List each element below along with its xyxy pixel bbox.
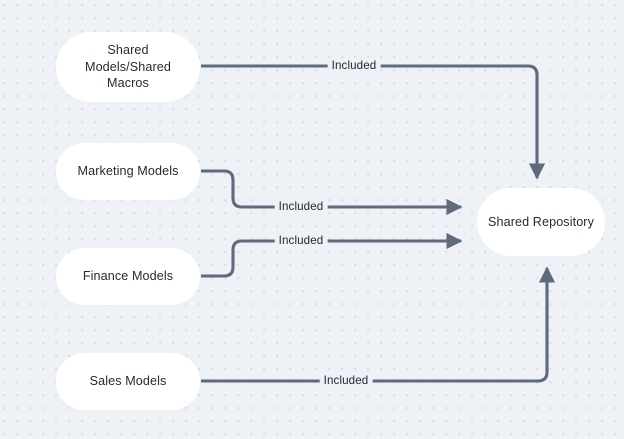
node-shared-repository[interactable]: Shared Repository — [477, 188, 605, 256]
node-finance-models[interactable]: Finance Models — [56, 248, 200, 305]
node-finance-models-label: Finance Models — [82, 269, 174, 284]
node-shared-models-label: Shared Models/Shared Macros — [84, 43, 171, 91]
edge-marketing-models-to-repository — [201, 169, 463, 216]
node-marketing-models[interactable]: Marketing Models — [56, 143, 200, 200]
edge-label-finance-models: Included — [274, 233, 328, 249]
edge-label-shared-models: Included — [327, 58, 381, 74]
node-sales-models-label: Sales Models — [89, 374, 167, 389]
node-shared-repository-label: Shared Repository — [487, 214, 594, 229]
edge-sales-models-to-repository — [201, 266, 556, 383]
edge-shared-models-to-repository — [201, 64, 546, 180]
edge-finance-models-to-repository — [201, 232, 463, 278]
node-shared-models[interactable]: Shared Models/Shared Macros — [56, 32, 200, 102]
edge-label-sales-models: Included — [319, 373, 373, 389]
edge-label-marketing-models: Included — [274, 199, 328, 215]
node-marketing-models-label: Marketing Models — [77, 164, 179, 179]
node-sales-models[interactable]: Sales Models — [56, 353, 200, 410]
